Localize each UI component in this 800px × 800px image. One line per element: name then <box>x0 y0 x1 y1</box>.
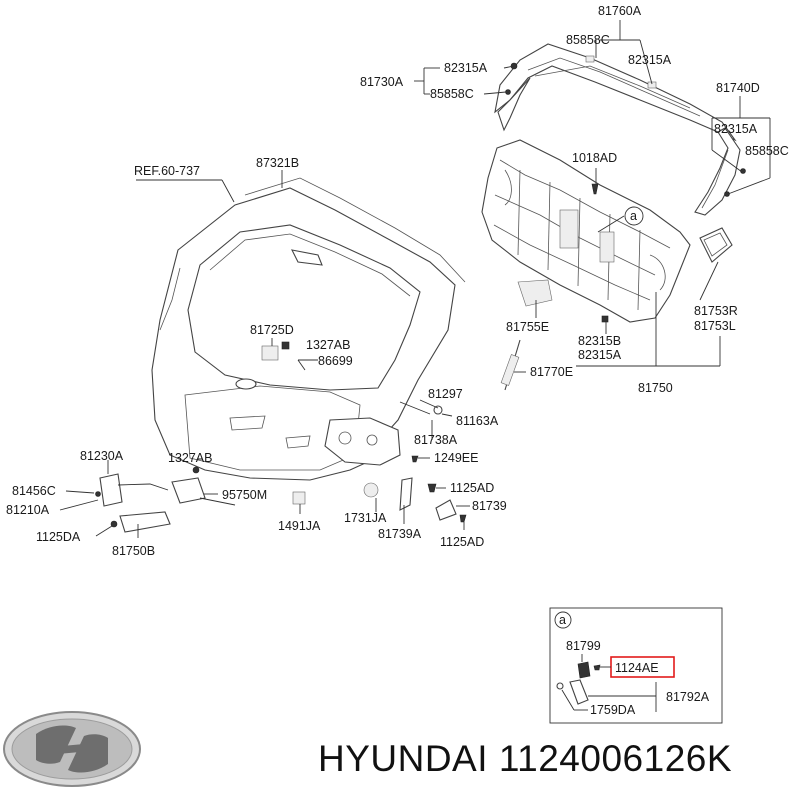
label-82315A-mid: 82315A <box>578 348 622 362</box>
label-81739: 81739 <box>472 499 507 513</box>
label-81770E: 81770E <box>530 365 573 379</box>
label-81738A: 81738A <box>414 433 458 447</box>
label-1125DA: 1125DA <box>36 530 81 544</box>
label-81755E: 81755E <box>506 320 549 334</box>
label-82315A-right: 82315A <box>714 122 758 136</box>
high-mount-lamp-part <box>517 279 553 307</box>
label-81799: 81799 <box>566 639 601 653</box>
part-number: 1124006126K <box>498 738 733 779</box>
part-labels: 81760A 85858C 82315A 81730A 82315A 85858… <box>6 4 789 558</box>
latch-assembly-part <box>95 466 236 533</box>
label-81739A: 81739A <box>378 527 422 541</box>
label-81760A: 81760A <box>598 4 642 18</box>
brand-name: HYUNDAI <box>318 738 489 779</box>
label-87321B: 87321B <box>256 156 299 170</box>
leader-lines <box>59 20 771 538</box>
label-ref: REF.60-737 <box>134 164 200 178</box>
handle-cover-part <box>699 227 733 263</box>
latch-housing-part <box>324 417 401 466</box>
tailgate-trim-panel-part <box>481 139 691 323</box>
callout-a: a <box>630 209 637 223</box>
label-1124AE: 1124AE <box>615 661 659 675</box>
label-81230A: 81230A <box>80 449 124 463</box>
label-81792A: 81792A <box>666 690 710 704</box>
spoiler-garnish-part <box>494 43 737 142</box>
label-81740D: 81740D <box>716 81 760 95</box>
label-1125AD-low: 1125AD <box>440 535 484 549</box>
inset-callout-a: a <box>559 613 566 627</box>
label-82315B: 82315B <box>578 334 621 348</box>
cable-part <box>569 679 589 705</box>
tailgate-shell-part <box>151 177 466 481</box>
clip-1759DA-part <box>556 682 564 690</box>
inset-callout-circle <box>554 611 572 629</box>
label-85858C-right: 85858C <box>745 144 789 158</box>
label-86699: 86699 <box>318 354 353 368</box>
label-1018AD: 1018AD <box>572 151 617 165</box>
label-81725D: 81725D <box>250 323 294 337</box>
side-garnish-left-part <box>497 62 531 132</box>
small-fasteners <box>261 339 521 523</box>
hyundai-logo-icon <box>3 711 141 787</box>
brand-footer: HYUNDAI 1124006126K <box>318 738 732 780</box>
label-81297: 81297 <box>428 387 463 401</box>
clip-part <box>601 315 609 323</box>
screw-1124AE-part <box>593 664 601 671</box>
label-1249EE: 1249EE <box>434 451 478 465</box>
bracket-part <box>577 661 591 679</box>
label-1731JA: 1731JA <box>344 511 387 525</box>
label-1327AB-low: 1327AB <box>168 451 212 465</box>
label-81750B: 81750B <box>112 544 155 558</box>
label-81753R: 81753R <box>694 304 738 318</box>
label-1759DA: 1759DA <box>590 703 636 717</box>
label-85858C-left: 85858C <box>430 87 474 101</box>
label-81163A: 81163A <box>456 414 499 428</box>
label-85858C-top: 85858C <box>566 33 610 47</box>
label-82315A-left: 82315A <box>444 61 488 75</box>
label-81730A: 81730A <box>360 75 404 89</box>
detail-inset: a 81799 1124AE 81792A 1759DA <box>549 607 723 724</box>
label-81753L: 81753L <box>694 319 736 333</box>
callout-circle <box>624 206 644 226</box>
side-garnish-right-part <box>694 127 746 216</box>
label-95750M: 95750M <box>222 488 267 502</box>
label-81210A: 81210A <box>6 503 50 517</box>
label-81750: 81750 <box>638 381 673 395</box>
label-81456C: 81456C <box>12 484 56 498</box>
label-82315A-top: 82315A <box>628 53 672 67</box>
label-1491JA: 1491JA <box>278 519 321 533</box>
label-1125AD-mid: 1125AD <box>450 481 494 495</box>
label-1327AB-top: 1327AB <box>306 338 350 352</box>
